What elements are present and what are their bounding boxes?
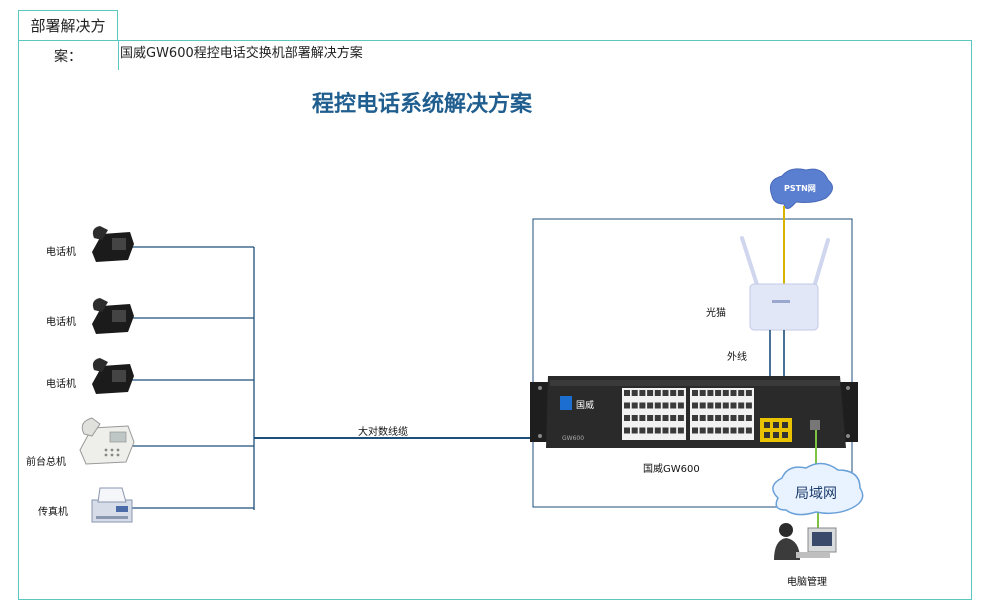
reception-phone-icon [79,417,135,465]
port [699,390,706,396]
port [722,415,729,421]
port [631,390,638,396]
pc-label: 电脑管理 [787,577,827,588]
port [722,402,729,409]
pc-operator-icon [774,523,837,560]
port [715,390,722,396]
port [745,390,752,396]
port [730,390,737,396]
phone-label-2: 电话机 [46,317,76,328]
port [624,415,630,421]
port [692,390,698,396]
port [624,390,630,396]
port [647,390,654,396]
port [670,402,677,409]
port [692,402,698,409]
port-grid [624,390,752,434]
pstn-cloud-icon [769,168,833,209]
desk-phone-icon [92,358,134,394]
port [677,427,684,434]
port [699,427,706,434]
port [647,427,654,434]
port [715,402,722,409]
header-tab: 部署解决方 [18,10,118,40]
diagram-title: 程控电话系统解决方案 [312,92,533,117]
port [647,402,654,409]
port [730,415,737,421]
port [722,427,729,434]
reception-phone-label: 前台总机 [26,457,66,468]
port [699,402,706,409]
trunk-ports [760,418,820,442]
port [707,427,714,434]
port [677,402,684,409]
port [654,402,661,409]
port [670,390,677,396]
port [639,402,646,409]
port [647,415,654,421]
desk-phone-icon [92,226,134,262]
port [631,415,638,421]
equipment-enclosure [532,218,853,508]
port [745,415,752,421]
desk-phone-icon [92,298,134,334]
port [677,415,684,421]
port [745,427,752,434]
port [722,390,729,396]
phone-label-1: 电话机 [46,247,76,258]
header-tab-continuation: 案： [54,49,82,65]
pbx-brand: 国威 [576,399,594,411]
modem-label: 光猫 [706,308,726,319]
wiring [122,246,610,510]
outside-line-label: 外线 [727,352,747,363]
pstn-label: PSTN网 [784,184,816,193]
port [707,390,714,396]
port [738,427,745,434]
port [639,415,646,421]
port [639,390,646,396]
port [738,390,745,396]
port [699,415,706,421]
port [624,402,630,409]
port [662,427,669,434]
port [715,427,722,434]
port [715,415,722,421]
port [654,415,661,421]
port [730,427,737,434]
port [654,390,661,396]
port [662,390,669,396]
phone-label-3: 电话机 [46,379,76,390]
port [730,402,737,409]
port [631,427,638,434]
port [692,427,698,434]
port [707,402,714,409]
port [677,390,684,396]
port [692,415,698,421]
diagram-frame [18,40,972,600]
port [707,415,714,421]
fax-label: 传真机 [38,507,68,518]
lan-label: 局域网 [795,486,837,502]
header-divider [118,40,119,70]
port [745,402,752,409]
port [662,402,669,409]
port [738,415,745,421]
port [624,427,630,434]
header-subtitle: 国威GW600程控电话交换机部署解决方案 [120,46,363,61]
cable-label: 大对数线缆 [358,427,408,438]
port [662,415,669,421]
port [654,427,661,434]
lan-cloud-icon [772,462,864,516]
pbx-label: 国威GW600 [643,464,700,475]
port [639,427,646,434]
fax-machine-icon [91,487,133,523]
port [631,402,638,409]
pbx-model-mark: GW600 [562,435,584,442]
port [670,427,677,434]
optical-modem-icon [740,236,830,331]
port [738,402,745,409]
port [670,415,677,421]
